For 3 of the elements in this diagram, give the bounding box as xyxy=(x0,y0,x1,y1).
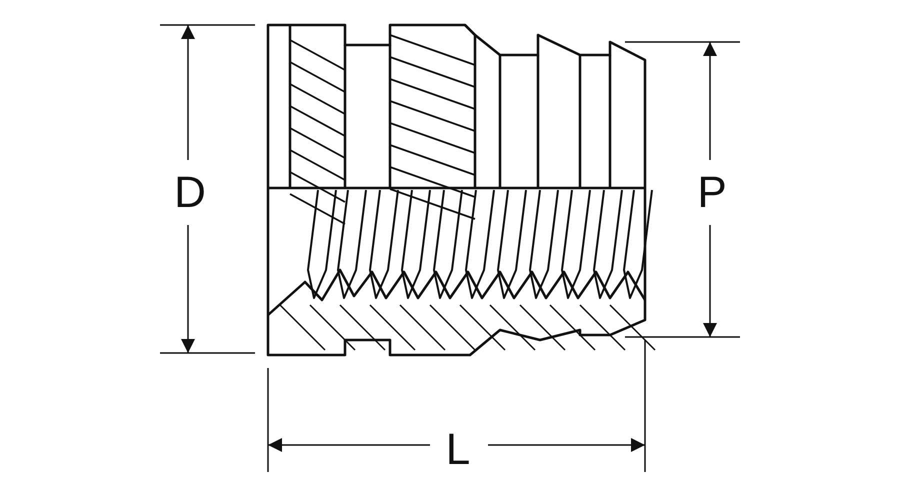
dimension-label: P xyxy=(697,171,727,215)
dimension-label: L xyxy=(446,428,470,472)
dimension-label: D xyxy=(174,171,206,215)
